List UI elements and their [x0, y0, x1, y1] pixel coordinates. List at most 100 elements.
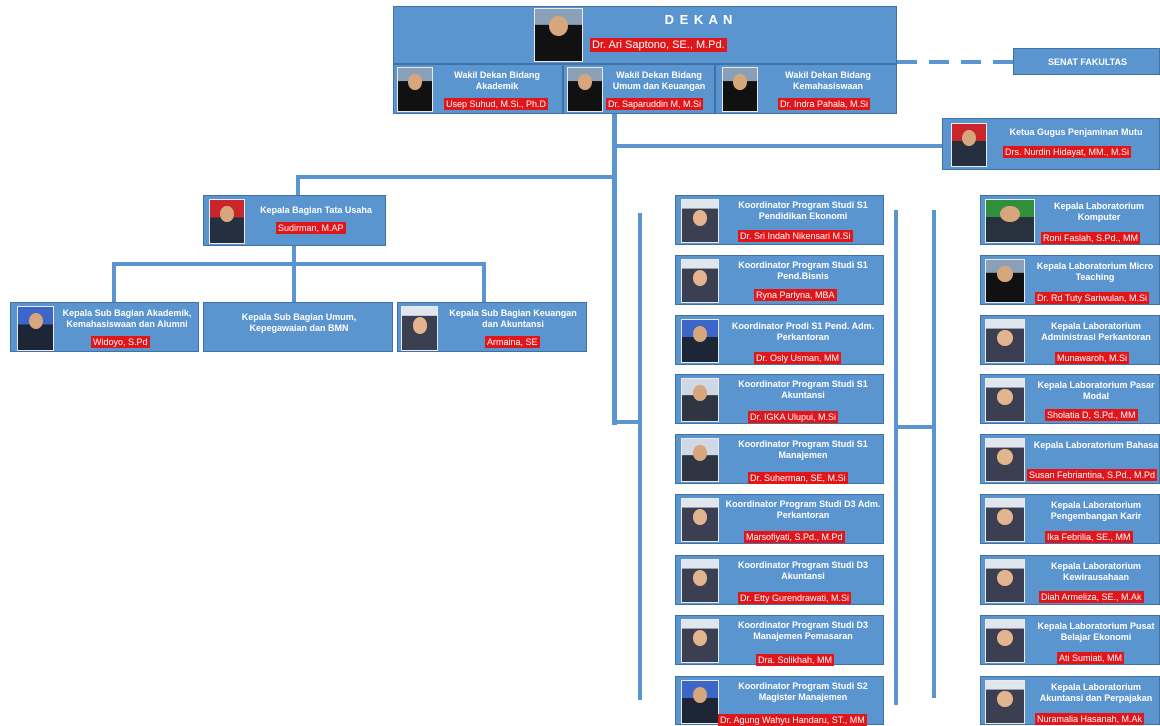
connector-programs-right: [894, 210, 898, 705]
dean-title: D E K A N: [664, 12, 734, 27]
dean-portrait-photo: [534, 8, 583, 62]
lab-title: Kepala Laboratorium Pengembangan Karir: [1050, 500, 1142, 521]
lab-photo: [985, 199, 1035, 243]
program-title: Koordinator Program Studi D3 Adm. Perkan…: [725, 499, 881, 520]
lab-name: Roni Faslah, S.Pd., MM: [1041, 232, 1141, 244]
admin-sub-academic-name: Widoyo, S.Pd: [91, 336, 150, 348]
vice-dean-box-student: Wakil Dekan Bidang Kemahasiswaan Dr. Ind…: [715, 64, 897, 114]
quality-photo: [951, 123, 987, 167]
connector-sub1: [112, 262, 116, 302]
program-box: Koordinator Prodi S1 Pend. Adm. Perkanto…: [675, 315, 884, 365]
program-name: Dr. Sri Indah Nikensari M.Si: [738, 230, 853, 242]
admin-sub-finance-photo: [401, 306, 438, 351]
program-photo: [681, 199, 719, 243]
quality-name: Drs. Nurdin Hidayat, MM., M.Si: [1003, 146, 1132, 158]
lab-photo: [985, 319, 1025, 363]
admin-sub-general-box: Kepala Sub Bagian Umum, Kepegawaian dan …: [203, 302, 393, 352]
lab-box: Kepala Laboratorium Bahasa Susan Febrian…: [980, 434, 1160, 484]
program-title: Koordinator Program Studi D3 Manajemen P…: [737, 620, 868, 641]
lab-name: Ati Sumiati, MM: [1057, 652, 1125, 664]
program-photo: [681, 259, 719, 303]
lab-box: Kepala Laboratorium Akuntansi dan Perpaj…: [980, 676, 1160, 725]
program-title: Koordinator Program Studi S2 Magister Ma…: [738, 681, 868, 702]
lab-photo: [985, 619, 1025, 663]
program-title: Koordinator Program Studi S1 Akuntansi: [738, 379, 868, 400]
lab-photo: [985, 498, 1025, 542]
lab-box: Kepala Laboratorium Pengembangan Karir I…: [980, 494, 1160, 544]
admin-sub-finance-title: Kepala Sub Bagian Keuangan dan Akuntansi: [449, 308, 577, 329]
program-title: Koordinator Program Studi S1 Pendidikan …: [738, 200, 868, 221]
connector-admin-down: [292, 244, 296, 264]
lab-photo: [985, 259, 1025, 303]
lab-photo: [985, 438, 1025, 482]
vice-dean-general-photo: [567, 67, 603, 112]
dean-box: D E K A N Dr. Ari Saptono, SE., M.Pd.: [393, 6, 897, 64]
quality-title: Ketua Gugus Penjaminan Mutu: [1009, 127, 1143, 137]
program-name: Dr. Osly Usman, MM: [754, 352, 842, 364]
lab-name: Ika Febrilia, SE., MM: [1045, 531, 1133, 543]
program-photo: [681, 559, 719, 603]
lab-title: Kepala Laboratorium Komputer: [1053, 201, 1145, 222]
program-photo: [681, 680, 719, 724]
lab-name: Diah Armeliza, SE., M.Ak: [1039, 591, 1144, 603]
vice-dean-student-title: Wakil Dekan Bidang Kemahasiswaan: [785, 70, 871, 91]
program-box: Koordinator Program Studi D3 Manajemen P…: [675, 615, 884, 666]
lab-title: Kepala Laboratorium Kewirausahaan: [1050, 561, 1142, 582]
connector-admin-sub-horizontal: [112, 262, 486, 266]
admin-sub-academic-title: Kepala Sub Bagian Akademik, Kemahasiswaa…: [62, 308, 192, 329]
admin-head-name: Sudirman, M.AP: [276, 222, 346, 234]
program-title: Koordinator Program Studi D3 Akuntansi: [737, 560, 868, 581]
program-box: Koordinator Program Studi D3 Akuntansi D…: [675, 555, 884, 605]
program-box: Koordinator Program Studi S2 Magister Ma…: [675, 676, 884, 726]
admin-sub-finance-box: Kepala Sub Bagian Keuangan dan Akuntansi…: [397, 302, 587, 352]
lab-title: Kepala Laboratorium Micro Teaching: [1036, 261, 1154, 282]
vice-dean-general-title: Wakil Dekan Bidang Umum dan Keuangan: [612, 70, 706, 91]
program-name: Dr. Suherman, SE, M.Si: [748, 472, 848, 484]
program-name: Dra. Solikhah, MM: [756, 654, 835, 666]
connector-programs-to-labs: [896, 425, 936, 429]
quality-box: Ketua Gugus Penjaminan Mutu Drs. Nurdin …: [942, 118, 1160, 170]
connector-to-admin: [296, 175, 616, 179]
lab-box: Kepala Laboratorium Komputer Roni Faslah…: [980, 195, 1160, 245]
lab-title: Kepala Laboratorium Bahasa: [1033, 440, 1159, 450]
lab-name: Susan Febriantina, S.Pd., M.Pd: [1027, 469, 1158, 481]
lab-photo: [985, 559, 1025, 603]
program-name: Marsofiyati, S.Pd., M.Pd: [744, 531, 845, 543]
program-box: Koordinator Program Studi S1 Pend.Bisnis…: [675, 255, 884, 305]
connector-to-quality: [612, 144, 942, 148]
vice-dean-general-name: Dr. Saparuddin M, M.Si: [606, 98, 704, 110]
program-photo: [681, 319, 719, 363]
connector-sub2: [292, 262, 296, 302]
program-photo: [681, 378, 719, 422]
connector-sub3: [482, 262, 486, 302]
connector-labs-left: [932, 210, 936, 698]
lab-name: Nuramalia Hasanah, M.Ak: [1035, 713, 1145, 725]
lab-photo: [985, 378, 1025, 422]
lab-title: Kepala Laboratorium Administrasi Perkant…: [1041, 321, 1151, 342]
lab-name: Sholatia D, S.Pd., MM: [1045, 409, 1138, 421]
lab-name: Dr. Rd Tuty Sariwulan, M.Si: [1035, 292, 1150, 304]
admin-sub-general-title: Kepala Sub Bagian Umum, Kepegawaian dan …: [241, 312, 357, 333]
lab-photo: [985, 680, 1025, 724]
admin-sub-finance-name: Armaina, SE: [485, 336, 540, 348]
admin-sub-academic-box: Kepala Sub Bagian Akademik, Kemahasiswaa…: [10, 302, 199, 352]
lab-name: Munawaroh, M.Si: [1055, 352, 1130, 364]
admin-head-box: Kepala Bagian Tata Usaha Sudirman, M.AP: [203, 195, 386, 246]
senate-box: SENAT FAKULTAS: [1013, 48, 1160, 75]
program-title: Koordinator Program Studi S1 Pend.Bisnis: [738, 260, 868, 281]
lab-title: Kepala Laboratorium Pasar Modal: [1037, 380, 1155, 401]
program-photo: [681, 498, 719, 542]
program-name: Dr. IGKA Ulupui, M.Si: [748, 411, 839, 423]
admin-head-photo: [209, 199, 245, 244]
lab-box: Kepala Laboratorium Micro Teaching Dr. R…: [980, 255, 1160, 305]
vice-dean-box-academic: Wakil Dekan Bidang Akademik Usep Suhud, …: [393, 64, 563, 114]
program-box: Koordinator Program Studi S1 Pendidikan …: [675, 195, 884, 245]
program-box: Koordinator Program Studi S1 Manajemen D…: [675, 434, 884, 484]
program-box: Koordinator Program Studi S1 Akuntansi D…: [675, 374, 884, 424]
dean-name: Dr. Ari Saptono, SE., M.Pd.: [590, 38, 727, 52]
program-name: Dr. Agung Wahyu Handaru, ST., MM: [718, 714, 867, 726]
connector-main-to-programs: [612, 420, 642, 424]
vice-dean-academic-photo: [397, 67, 433, 112]
